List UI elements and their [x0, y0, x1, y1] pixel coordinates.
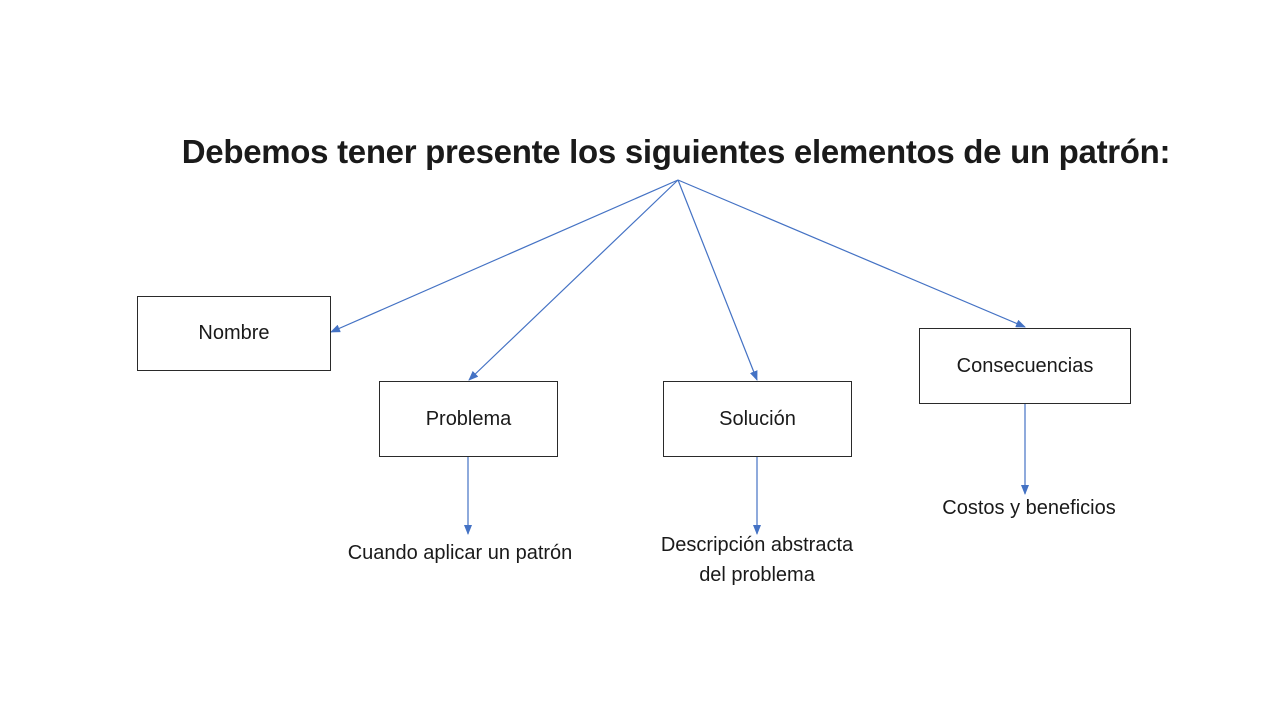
- consecuencias-description: Costos y beneficios: [942, 497, 1116, 519]
- arrow-title-to-nombre: [330, 179, 679, 333]
- arrow-title-to-consecuencias: [677, 179, 1026, 328]
- solucion-description: Descripción abstracta del problema: [616, 530, 898, 590]
- node-consecuencias-label: Consecuencias: [956, 354, 1094, 377]
- node-nombre-label: Nombre: [198, 322, 270, 344]
- problema-description: Cuando aplicar un patrón: [347, 542, 573, 564]
- node-problema: Problema: [379, 381, 558, 457]
- node-consecuencias: Consecuencias: [919, 328, 1131, 404]
- page-title: Debemos tener presente los siguientes el…: [181, 133, 1171, 170]
- arrow-title-to-solucion: [677, 179, 758, 381]
- arrow-title-to-problema: [468, 179, 679, 381]
- solucion-description-line2: del problema: [699, 564, 815, 586]
- solucion-description-line1: Descripción abstracta: [660, 534, 854, 556]
- node-problema-label: Problema: [425, 407, 512, 430]
- node-nombre: Nombre: [137, 296, 331, 371]
- node-solucion-label: Solución: [719, 407, 796, 430]
- node-solucion: Solución: [663, 381, 852, 457]
